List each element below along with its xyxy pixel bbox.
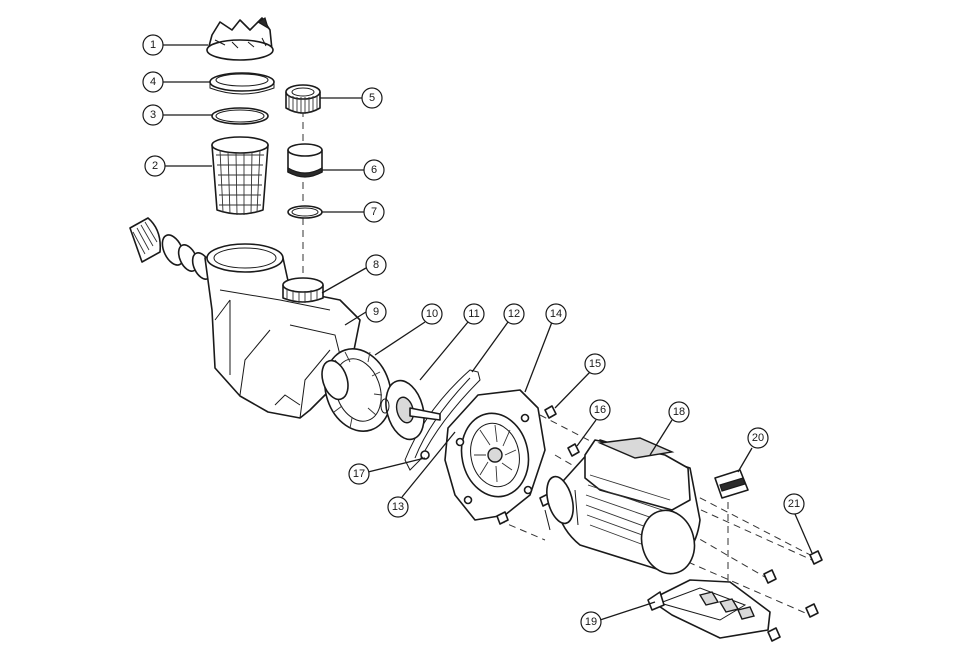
part-19-motor-base: [647, 579, 771, 639]
callout-18: 18: [668, 401, 690, 423]
callout-8: 8: [365, 254, 387, 276]
callout-13: 13: [387, 496, 409, 518]
part-3-lid-o-ring: [211, 107, 269, 125]
callout-2: 2: [144, 155, 166, 177]
callout-5: 5: [361, 87, 383, 109]
callout-15-label: 15: [589, 358, 601, 370]
callout-3-label: 3: [150, 109, 156, 121]
callout-11-label: 11: [468, 308, 479, 320]
callout-9: 9: [365, 301, 387, 323]
part-4-lid: [209, 72, 275, 95]
part-10-diffuser: [321, 348, 392, 432]
callout-9-label: 9: [373, 306, 379, 318]
callout-16: 16: [589, 399, 611, 421]
part-11-impeller: [380, 379, 441, 441]
part-17-impeller-screw: [420, 450, 430, 460]
part-20-capacitor-clip: [714, 469, 749, 499]
callout-5-label: 5: [369, 92, 375, 104]
callout-21: 21: [783, 493, 805, 515]
part-8-outlet-port: [282, 277, 324, 303]
callout-19: 19: [580, 611, 602, 633]
callout-12: 12: [503, 303, 525, 325]
part-5-union-nut: [285, 84, 321, 114]
callout-13-label: 13: [392, 501, 404, 513]
callout-17-label: 17: [353, 468, 365, 480]
callout-6-label: 6: [371, 164, 377, 176]
callout-19-label: 19: [585, 616, 597, 628]
callout-1: 1: [142, 34, 164, 56]
leader-lines: [163, 44, 813, 621]
callout-10: 10: [421, 303, 443, 325]
callout-18-label: 18: [673, 406, 685, 418]
assembly-axes: [302, 110, 821, 616]
callout-1-label: 1: [150, 39, 156, 51]
callout-16-label: 16: [594, 404, 606, 416]
callout-4: 4: [142, 71, 164, 93]
callout-6: 6: [363, 159, 385, 181]
callout-7-label: 7: [371, 206, 377, 218]
callout-20: 20: [747, 427, 769, 449]
callout-15: 15: [584, 353, 606, 375]
callout-10-label: 10: [426, 308, 438, 320]
part-2-strainer-basket: [211, 136, 269, 216]
part-18-motor: [544, 437, 701, 575]
callout-17: 17: [348, 463, 370, 485]
callout-11: 11: [463, 303, 485, 325]
callout-3: 3: [142, 104, 164, 126]
callout-2-label: 2: [152, 160, 158, 172]
inlet-union-fittings: [129, 217, 213, 280]
callout-4-label: 4: [150, 76, 156, 88]
part-1-lid-ring: [206, 17, 274, 61]
callout-8-label: 8: [373, 259, 379, 271]
callout-14-label: 14: [550, 308, 562, 320]
callout-7: 7: [363, 201, 385, 223]
callout-21-label: 21: [788, 498, 800, 510]
callout-12-label: 12: [508, 308, 520, 320]
part-7-union-o-ring: [287, 205, 323, 219]
part-6-tail-piece: [287, 143, 323, 178]
callout-14: 14: [545, 303, 567, 325]
part-14-seal-plate: [444, 389, 546, 521]
callout-20-label: 20: [752, 432, 764, 444]
